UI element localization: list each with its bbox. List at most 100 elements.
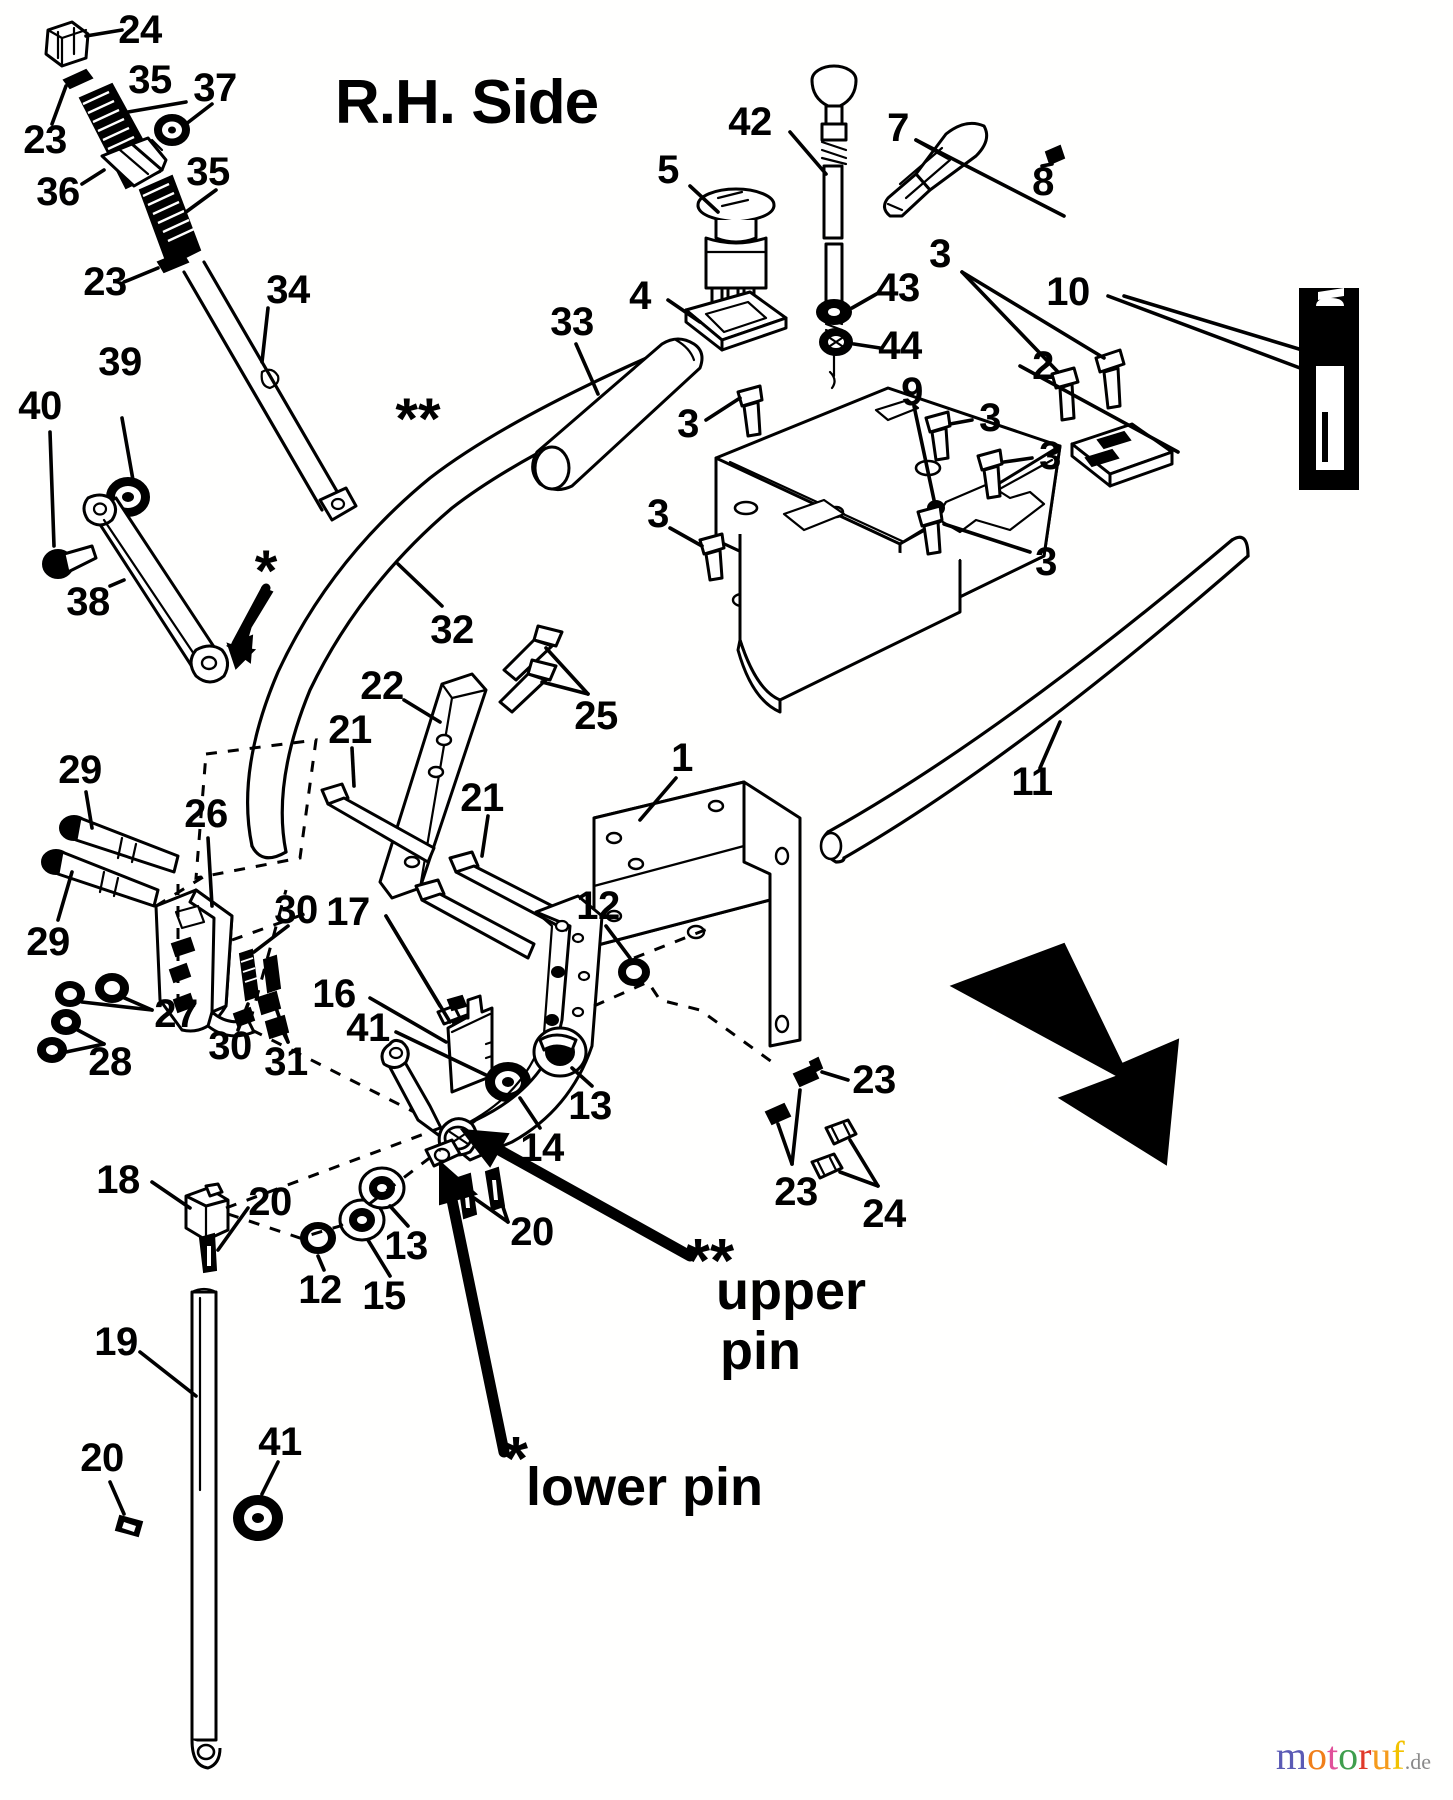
part-5-switch [696,187,776,326]
part-23-pin-r2 [764,1102,792,1126]
part-10-decal [1299,288,1359,490]
leader-29-b [56,870,74,922]
assembly-guide-e [248,889,288,1023]
part-29-bolt-b [41,849,160,908]
part-20-cotter-d [114,1514,144,1538]
leader-9 [912,404,936,502]
leader-3-panel-top [704,396,742,422]
leader-41-a [394,1030,490,1078]
part-18-stop-block [184,1182,230,1242]
watermark-letter-o2: o [1338,1733,1359,1778]
leader-28-a [72,1026,106,1046]
leader-34 [260,306,270,364]
leader-24-top [84,28,124,38]
part-24-nut-r1 [824,1118,858,1146]
leader-3-r1 [948,418,974,426]
leader-32 [396,562,444,608]
leader-14 [518,1096,542,1130]
leader-20-c [498,1196,510,1224]
leader-35-lower [184,188,218,214]
leader-17-b [384,914,452,1024]
part-26-pivot-bracket [154,888,256,1038]
part-27-washer-b [55,981,85,1007]
leader-27-b [80,1000,154,1012]
leader-43 [850,290,882,310]
assembly-guide-j [225,1126,441,1210]
part-38-gas-spring [82,493,229,684]
part-20-cotter-a [198,1232,218,1274]
part-4-bezel [684,290,788,352]
assembly-guide-d [231,910,311,942]
part-3-bolt-panel-right1 [924,410,952,462]
part-35-spring-lower [138,174,202,268]
leader-30-a [252,924,290,954]
part-14-pivot-arm [380,894,604,1168]
part-25-bolt-a [502,624,564,682]
leader-20-d [108,1480,126,1516]
leader-3-lr [942,522,1032,554]
leader-24-r2 [838,1170,880,1188]
part-3-bolt-panel-bottom [698,532,726,582]
part-16-switch-box [446,994,494,1094]
part-44-washer [819,328,853,356]
part-11-handle-bar [819,535,1250,864]
leader-15 [366,1238,392,1278]
leader-23-r3 [790,1088,802,1166]
watermark-letter-m: m [1275,1733,1307,1778]
leader-40 [48,430,56,548]
leader-3-r2 [1002,456,1034,464]
part-23-pin-lower [156,250,190,274]
leader-28-b [64,1042,106,1054]
watermark-letter-t: t [1326,1733,1339,1778]
part-25-bolt-b [498,658,558,714]
leader-25-b [540,680,590,696]
to-front-arrow [949,942,1180,1166]
leader-20-b [472,1196,510,1224]
leader-10-x [1122,294,1324,358]
leader-13-b [388,1204,410,1228]
leader-3-bottom [668,526,704,548]
assembly-guide-g [593,980,773,1064]
part-36-coupler [100,136,168,188]
assembly-guide-h [633,926,711,960]
watermark-letter-o1: o [1306,1733,1327,1778]
leader-23-r2 [776,1122,794,1166]
part-21-bolt-c [414,878,536,960]
leader-30-b [236,1002,250,1032]
leader-3-b [960,270,1106,360]
leader-21-b [480,814,490,858]
leader-12-a [604,924,632,960]
part-37-washer [154,114,190,146]
assembly-guide-i [227,1148,441,1240]
part-23-pin-r1 [792,1056,824,1088]
leader-31-b [278,1024,290,1044]
leader-8 [1040,162,1054,168]
part-12-washer-b [300,1222,336,1254]
leader-44 [852,342,882,350]
part-30-spring-a [238,948,260,1002]
part-3-bolt-a [1094,348,1126,410]
part-28-nut-b [37,1037,67,1063]
leader-42 [788,130,828,176]
leader-25-a [544,646,590,696]
leader-29-a [84,790,94,830]
leader-18 [150,1180,192,1210]
leader-20-a [216,1206,250,1252]
leader-36 [80,168,106,186]
watermark-letter-r: r [1358,1733,1372,1778]
part-1-mounting-plate [592,780,802,1048]
part-42-cable [810,64,858,390]
leader-13-a [570,1066,594,1088]
leader-22 [402,698,442,724]
part-24-locknut-top [44,20,90,68]
part-33-grip-tube [531,337,704,491]
leader-23-lower [122,266,160,284]
leader-4 [666,298,702,324]
leader-24-r1 [848,1138,880,1188]
watermark-motoruf: motoruf.de [1276,1736,1431,1782]
assembly-guide-a [194,738,318,880]
part-19-rod [190,1287,222,1770]
leader-19 [138,1350,198,1398]
watermark-suffix: .de [1404,1749,1431,1774]
